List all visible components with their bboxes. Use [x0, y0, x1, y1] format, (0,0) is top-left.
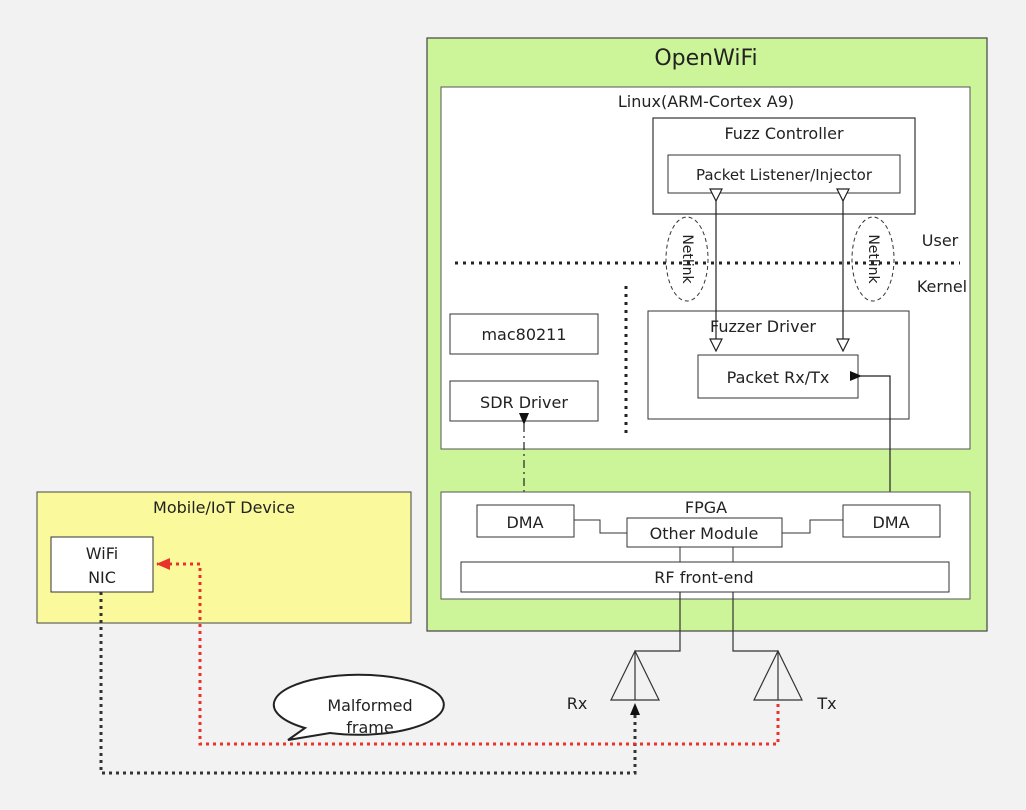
rf-frontend-label: RF front-end [654, 568, 753, 587]
packet-listener-box: Packet Listener/Injector [667, 154, 901, 194]
dma-right-label: DMA [872, 513, 909, 532]
device-title: Mobile/IoT Device [153, 498, 295, 517]
callout-bubble-icon [272, 673, 445, 741]
rf-to-tx-line [732, 592, 778, 652]
dma-left-box: DMA [476, 504, 575, 538]
netlink-left: Netlink [665, 216, 709, 302]
nic-line2: NIC [88, 568, 116, 587]
wifi-nic-box: WiFi NIC [50, 536, 154, 593]
openwifi-title: OpenWiFi [654, 46, 757, 71]
other-module-label: Other Module [650, 524, 759, 543]
linux-title: Linux(ARM-Cortex A9) [618, 92, 794, 111]
netlink-right: Netlink [851, 216, 895, 302]
rf-to-rx-line [635, 592, 681, 652]
rx-label: Rx [567, 694, 588, 713]
other-module-box: Other Module [626, 517, 783, 548]
rf-frontend-box: RF front-end [460, 561, 950, 593]
rx-antenna-icon [610, 649, 660, 701]
sdr-driver-label: SDR Driver [480, 393, 568, 412]
kernel-label: Kernel [917, 277, 967, 296]
dma-left-link [574, 519, 627, 534]
nic-line1: WiFi [86, 544, 118, 563]
packet-listener-label: Packet Listener/Injector [696, 166, 873, 184]
tx-to-nic-link [156, 558, 780, 746]
tx-antenna-icon [753, 649, 803, 701]
callout-line2: frame [346, 718, 393, 737]
dma-right-link [782, 519, 843, 534]
nic-to-rx-link [99, 592, 640, 775]
packet-rxtx-label: Packet Rx/Tx [727, 368, 830, 387]
packet-rxtx-box: Packet Rx/Tx [697, 354, 859, 399]
mac80211-label: mac80211 [481, 325, 566, 344]
sdr-driver-box: SDR Driver [449, 380, 599, 422]
packet-to-dma-arrow [850, 371, 895, 504]
netlink-left-label: Netlink [679, 234, 695, 284]
fpga-title: FPGA [685, 498, 727, 517]
dma-left-label: DMA [506, 513, 543, 532]
malformed-frame-callout: Malformed frame [272, 673, 445, 741]
fuzzer-driver-label: Fuzzer Driver [710, 317, 816, 336]
netlink-right-label: Netlink [865, 234, 881, 284]
user-label: User [922, 231, 959, 250]
fuzz-controller-label: Fuzz Controller [724, 124, 843, 143]
callout-line1: Malformed [327, 696, 412, 715]
tx-label: Tx [816, 694, 836, 713]
mac80211-box: mac80211 [449, 313, 599, 355]
dma-right-box: DMA [842, 504, 941, 538]
